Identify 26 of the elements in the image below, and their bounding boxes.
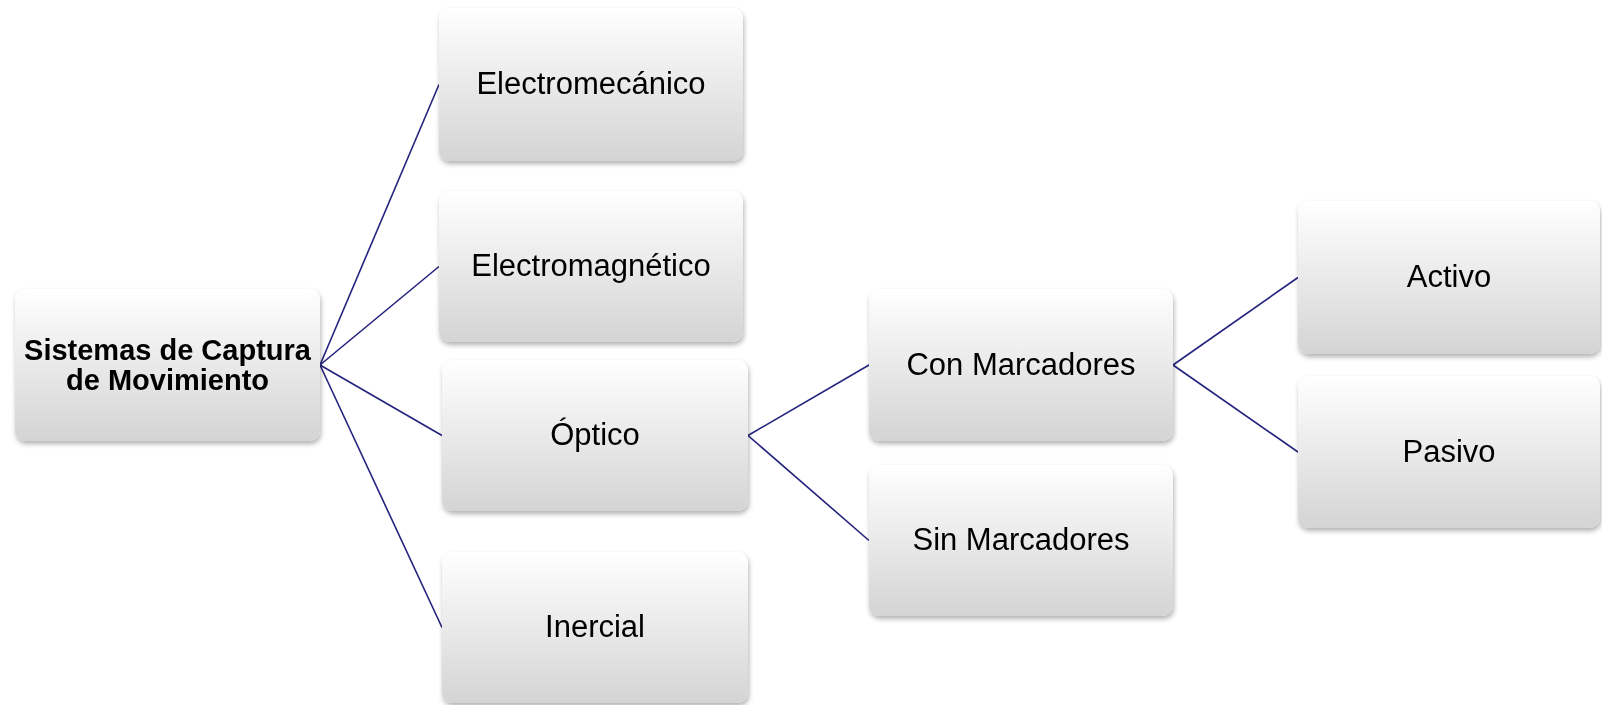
box-label: Electromagnético	[471, 250, 711, 283]
box-label: Óptico	[550, 419, 640, 452]
box-label: Sin Marcadores	[912, 524, 1130, 557]
category-box	[439, 8, 743, 161]
box-label: Pasivo	[1402, 435, 1496, 469]
connector-line	[747, 364, 870, 437]
connector-line	[319, 364, 443, 629]
box-label: Electromecánico	[476, 68, 706, 101]
box-label: Inercial	[545, 611, 645, 644]
connector-line	[319, 364, 443, 437]
category-box	[869, 465, 1173, 616]
box-label: Con Marcadores	[906, 348, 1136, 382]
box-label: Sistemas de Captura de Movimiento	[23, 334, 312, 396]
category-box	[1298, 376, 1600, 528]
connector-line	[747, 434, 870, 542]
category-box	[442, 552, 748, 703]
category-box	[439, 191, 743, 342]
connector-line	[1172, 276, 1299, 366]
connector-line	[319, 83, 440, 366]
category-box	[442, 360, 748, 511]
category-box	[1298, 201, 1600, 354]
category-box	[869, 289, 1173, 441]
box-label: Activo	[1406, 261, 1492, 294]
connector-line	[319, 265, 440, 366]
category-box	[15, 289, 320, 441]
connector-line	[1172, 364, 1299, 453]
